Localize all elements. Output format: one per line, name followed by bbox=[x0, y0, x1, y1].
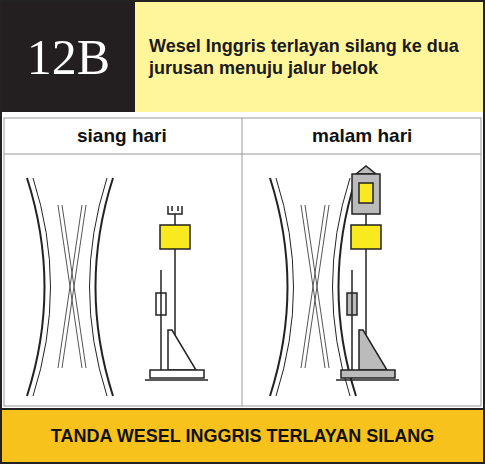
panel-border bbox=[4, 118, 481, 406]
rails-night bbox=[270, 178, 356, 396]
switch-post-night bbox=[336, 166, 399, 380]
title-box: Wesel Inggris terlayan silang ke dua jur… bbox=[135, 2, 483, 112]
rails-day bbox=[27, 178, 113, 396]
column-header: malam hari bbox=[312, 125, 412, 147]
number-box: 12B bbox=[2, 2, 135, 112]
divider bbox=[242, 118, 243, 406]
caption-band: TANDA WESEL INGGRIS TERLAYAN SILANG bbox=[2, 408, 483, 462]
column-header: siang hari bbox=[77, 125, 167, 147]
node-text: Wesel Inggris terlayan silang ke dua jur… bbox=[149, 35, 469, 80]
node-text: 12B bbox=[10, 26, 127, 89]
node-text: TANDA WESEL INGGRIS TERLAYAN SILANG bbox=[12, 425, 473, 448]
switch-post-day bbox=[145, 206, 208, 380]
